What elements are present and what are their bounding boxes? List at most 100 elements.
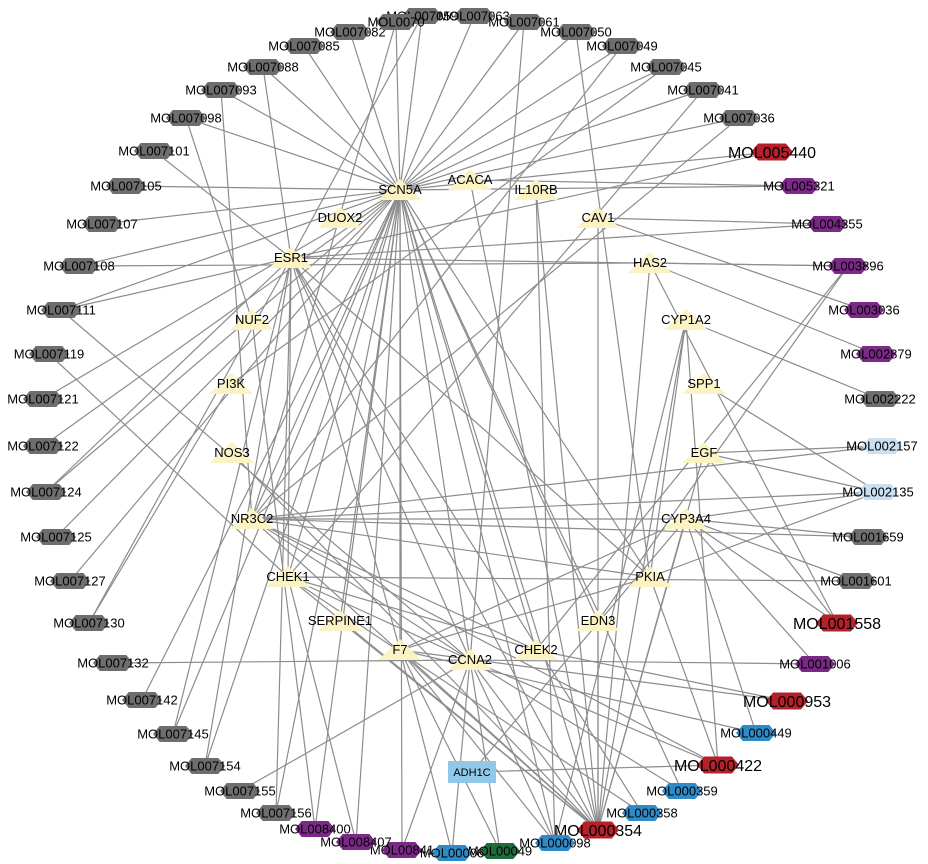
- compound-node-mol000422[interactable]: MOL000422: [674, 756, 762, 775]
- compound-node-shape: [454, 8, 494, 24]
- compound-node-shape: [848, 529, 888, 545]
- target-node-cav1[interactable]: CAV1: [576, 207, 620, 228]
- target-node-scn5a[interactable]: SCN5A: [378, 179, 422, 200]
- compound-node-mol000953[interactable]: MOL000953: [743, 692, 831, 711]
- compound-node-mol007125[interactable]: MOL007125: [20, 529, 92, 545]
- compound-node-mol002222[interactable]: MOL002222: [844, 391, 916, 407]
- compound-node-mol007108[interactable]: MOL007108: [43, 258, 115, 274]
- compound-node-mol008400[interactable]: MOL008400: [279, 821, 351, 837]
- target-node-egf[interactable]: EGF: [682, 442, 726, 463]
- target-node-has2[interactable]: HAS2: [628, 252, 672, 273]
- compound-node-mol007082[interactable]: MOL007082: [314, 24, 386, 40]
- compound-node-mol007063[interactable]: MOL007063: [438, 8, 510, 24]
- compound-node-mol007049[interactable]: MOL007049: [586, 38, 658, 54]
- target-node-f7[interactable]: F7: [378, 639, 422, 660]
- compound-node-shape: [330, 24, 370, 40]
- target-node-spp1[interactable]: SPP1: [682, 373, 726, 394]
- compound-node-mol005440[interactable]: MOL005440: [728, 143, 816, 162]
- target-node-nuf2[interactable]: NUF2: [230, 309, 274, 330]
- compound-node-mol002879[interactable]: MOL002879: [840, 346, 912, 362]
- compound-node-mol000359[interactable]: MOL000359: [646, 783, 718, 799]
- compound-node-mol007155[interactable]: MOL007155: [204, 783, 276, 799]
- target-node-nr3c2[interactable]: NR3C2: [230, 508, 274, 529]
- network-edge: [399, 189, 599, 622]
- network-edge: [469, 659, 501, 852]
- target-node-ccna2[interactable]: CCNA2: [448, 649, 492, 670]
- compound-node-mol007119[interactable]: MOL007119: [14, 346, 85, 362]
- compound-node-mol000449[interactable]: MOL000449: [720, 725, 792, 741]
- compound-node-mol008411[interactable]: MOL00841: [370, 842, 434, 858]
- compound-node-mol007036[interactable]: MOL007036: [703, 110, 775, 126]
- compound-node-mol004355[interactable]: MOL004355: [791, 216, 863, 232]
- compound-node-mol008407[interactable]: MOL008407: [320, 834, 392, 850]
- compound-node-mol007121[interactable]: MOL007121: [7, 391, 79, 407]
- compound-node-shape: [795, 656, 835, 672]
- compound-node-mol002135[interactable]: MOL002135: [842, 484, 914, 500]
- target-node-chek1[interactable]: CHEK1: [266, 566, 310, 587]
- compound-node-mol001601[interactable]: MOL001601: [820, 573, 892, 589]
- compound-node-mol007041[interactable]: MOL007041: [667, 82, 739, 98]
- network-edge: [78, 262, 651, 267]
- compound-node-mol007145[interactable]: MOL007145: [137, 726, 209, 742]
- target-node-esr1[interactable]: ESR1: [269, 247, 313, 268]
- compound-node-label: MOL000098: [519, 836, 591, 851]
- target-node-nos3[interactable]: NOS3: [210, 442, 254, 463]
- target-node-shape: [448, 169, 492, 190]
- compound-node-mol007142[interactable]: MOL007142: [106, 692, 178, 708]
- target-node-pi3k[interactable]: PI3K: [209, 373, 253, 394]
- network-edge: [399, 189, 651, 578]
- compound-node-mol007156[interactable]: MOL007156: [240, 805, 312, 821]
- compound-node-mol002157[interactable]: MOL002157: [846, 438, 918, 454]
- target-node-cyp1a2[interactable]: CYP1A2: [661, 309, 711, 330]
- target-node-cyp3a4[interactable]: CYP3A4: [661, 508, 711, 529]
- compound-node-mol007107[interactable]: MOL007107: [66, 216, 138, 232]
- target-node-edn3[interactable]: EDN3: [576, 610, 620, 631]
- compound-node-mol001558[interactable]: MOL001558: [793, 614, 881, 633]
- network-edge: [685, 518, 869, 538]
- compound-node-mol000006[interactable]: MOL00006: [420, 845, 484, 861]
- target-node-shape: [576, 610, 620, 631]
- compound-node-mol000358[interactable]: MOL000358: [606, 805, 678, 821]
- compound-node-mol000098[interactable]: MOL000098: [519, 835, 591, 851]
- compound-node-mol007122[interactable]: MOL007122: [7, 438, 79, 454]
- compound-node-mol007088[interactable]: MOL007088: [227, 59, 299, 75]
- compound-node-mol007111[interactable]: MOL007111: [26, 302, 96, 318]
- compound-node-mol007098[interactable]: MOL007098: [150, 110, 222, 126]
- compound-node-mol001006[interactable]: MOL001006: [779, 656, 851, 672]
- target-node-label: PKIA: [635, 569, 665, 584]
- compound-node-mol007154[interactable]: MOL007154: [169, 758, 241, 774]
- target-node-acaca[interactable]: ACACA: [448, 169, 493, 190]
- network-edge: [399, 189, 537, 651]
- compound-node-mol007061[interactable]: MOL007061: [488, 14, 560, 30]
- compound-node-label: MOL007098: [150, 111, 222, 126]
- compound-node-mol007045[interactable]: MOL007045: [630, 59, 702, 75]
- compound-node-mol007085[interactable]: MOL007085: [268, 38, 340, 54]
- compound-node-mol007105[interactable]: MOL007105: [90, 178, 162, 194]
- compound-node-mol007132[interactable]: MOL007132: [77, 655, 149, 671]
- network-edge: [262, 66, 292, 259]
- target-node-il10rb[interactable]: IL10RB: [514, 179, 558, 200]
- compound-node-mol000354[interactable]: MOL000354: [554, 821, 642, 840]
- compound-node-mol003036[interactable]: MOL003036: [828, 302, 900, 318]
- compound-node-mol007093[interactable]: MOL007093: [185, 82, 257, 98]
- compound-node-label: MOL007036: [703, 111, 775, 126]
- network-edge: [287, 89, 704, 578]
- compound-node-mol005321[interactable]: MOL005321: [763, 178, 835, 194]
- target-node-pkia[interactable]: PKIA: [628, 566, 672, 587]
- target-node-duox2[interactable]: DUOX2: [318, 207, 363, 228]
- compound-node-mol001659[interactable]: MOL001659: [832, 529, 904, 545]
- compound-node-shape: [256, 805, 296, 821]
- compound-node-mol007077[interactable]: MOL0070: [367, 14, 425, 30]
- compound-node-shape: [836, 573, 876, 589]
- compound-node-mol007124[interactable]: MOL007124: [10, 484, 82, 500]
- compound-node-mol007101[interactable]: MOL007101: [118, 143, 190, 159]
- target-node-chek2[interactable]: CHEK2: [514, 639, 558, 660]
- compound-node-mol007130[interactable]: MOL007130: [53, 615, 125, 631]
- compound-node-mol003896[interactable]: MOL003896: [812, 258, 884, 274]
- network-edge: [535, 189, 599, 831]
- target-node-adh1c[interactable]: ADH1C: [448, 761, 496, 783]
- compound-node-mol007127[interactable]: MOL007127: [34, 573, 106, 589]
- target-node-serpine1[interactable]: SERPINE1: [308, 610, 372, 631]
- compound-node-mol007050[interactable]: MOL007050: [540, 24, 612, 40]
- compound-node-mol000049[interactable]: MOL00049: [468, 843, 532, 859]
